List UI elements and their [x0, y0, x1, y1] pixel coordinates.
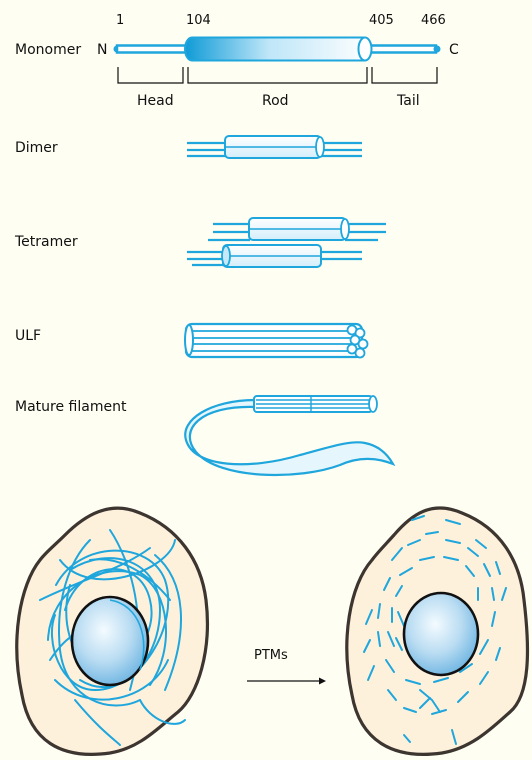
nucleus-right: [404, 593, 478, 675]
n-terminus-label: N: [97, 42, 107, 58]
tetramer-molecule: [187, 218, 386, 267]
domain-label-rod: Rod: [262, 93, 289, 109]
tail-segment: [370, 46, 436, 53]
residue-label-1: 1: [116, 13, 124, 28]
tail-bracket: [372, 67, 437, 83]
stage-label-mature-filament: Mature filament: [15, 399, 127, 415]
dimer-molecule: [187, 136, 362, 158]
stage-label-tetramer: Tetramer: [14, 234, 78, 250]
domain-label-head: Head: [137, 93, 174, 109]
head-bracket: [118, 67, 183, 83]
stage-label-ulf: ULF: [15, 328, 41, 344]
residue-label-104: 104: [186, 13, 211, 28]
cell-right: [347, 508, 528, 754]
stage-label-dimer: Dimer: [15, 140, 58, 156]
c-terminus-dot: [434, 46, 441, 53]
mature-filament: [185, 396, 393, 475]
residue-label-405: 405: [369, 13, 394, 28]
ulf-molecule: [185, 324, 368, 358]
c-terminus-label: C: [449, 42, 459, 58]
nucleus-left: [72, 597, 148, 685]
residue-label-466: 466: [421, 13, 446, 28]
cell-left: [17, 508, 208, 754]
rod-domain: [185, 38, 371, 61]
head-segment: [117, 46, 186, 53]
domain-label-tail: Tail: [396, 93, 420, 109]
stage-label-monomer: Monomer: [15, 42, 81, 58]
ptms-label: PTMs: [254, 648, 288, 663]
ptms-arrowhead: [319, 678, 326, 685]
domain-brackets: [118, 67, 437, 83]
rod-end-cap: [359, 38, 372, 61]
rod-bracket: [188, 67, 367, 83]
monomer-molecule: [114, 38, 441, 61]
